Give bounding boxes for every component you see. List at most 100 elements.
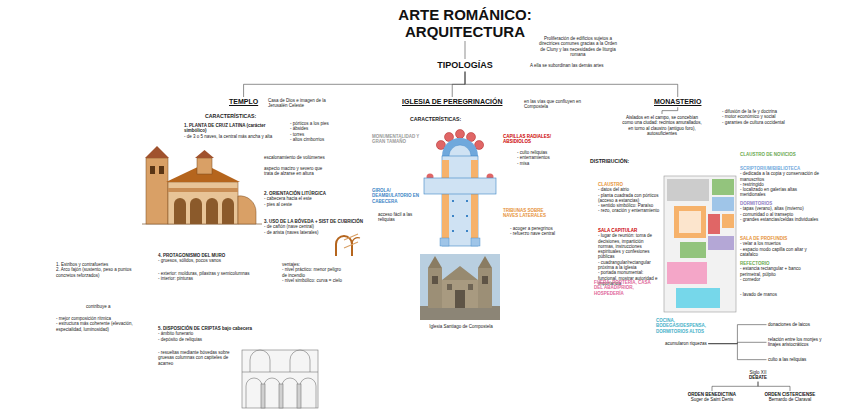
annotation-text: - motor económico y social — [722, 114, 814, 119]
label-group: CARACTERÍSTICAS: — [205, 113, 256, 119]
crypt-drawing — [242, 350, 318, 408]
annotation-text: - nivel práctico: menor peligro de incen… — [282, 267, 344, 278]
label-group: MONUMENTALIDAD Y GRAN TAMAÑO — [372, 134, 420, 145]
concept-node: IGLESIA DE PEREGRINACIÓN — [402, 98, 502, 106]
pilgrimage-church-plan — [466, 200, 468, 202]
node-text: Siglo XII — [749, 370, 767, 375]
annotation-text: COCINA, BODEGAS/DESPENSA, DORMITORIOS AL… — [656, 318, 726, 334]
pilgrimage-church-plan — [442, 156, 478, 246]
annotation-text: - de arista (naves laterales) — [264, 230, 372, 235]
node-text: acumularon riquezas — [665, 341, 707, 346]
tree-connector — [465, 72, 678, 97]
temple-illustration — [146, 158, 168, 224]
tree-connector — [708, 344, 766, 360]
annotation-text: - difusión de la fe y doctrina — [722, 109, 814, 114]
annotation-text: CARACTERÍSTICAS: — [205, 113, 256, 119]
cathedral-photo — [455, 290, 465, 308]
annotation-text: - ámbito funerario — [158, 331, 270, 336]
monastery-plan — [674, 206, 706, 238]
node-text: donaciones de laicos — [768, 322, 810, 327]
annotation-text: - velar a los muertos — [740, 241, 822, 246]
monastery-plan — [664, 176, 736, 312]
label-group: - pórticos a los pies- ábsides- torres- … — [290, 121, 342, 142]
annotation-text: FUERA: PORTERÍA, CASA DEL ABAD/PRIOR, HO… — [594, 280, 658, 296]
annotation-text: ventajes: — [282, 262, 344, 267]
pilgrimage-church-plan — [452, 230, 454, 232]
crypt-drawing — [246, 378, 262, 408]
label-group: COCINA, BODEGAS/DESPENSA, DORMITORIOS AL… — [656, 318, 726, 334]
temple-illustration — [206, 198, 218, 224]
annotation-text: CAPILLAS RADIALES/ ABSIDIOLOS — [503, 134, 557, 145]
annotation-text: REFECTORIO — [740, 261, 822, 266]
label-group: 1. Estribos y contrafuertes2. Arco fajón… — [56, 262, 144, 278]
pilgrimage-church-plan — [466, 230, 468, 232]
concept-node: MONASTERIO — [654, 98, 701, 106]
crypt-drawing — [282, 378, 298, 408]
annotation-text: CARACTERÍSTICAS: — [410, 116, 461, 122]
label-group: 4. PROTAGONISMO DEL MURO- gruesos, sólid… — [158, 253, 258, 264]
label-group: A ella se subordinan las demás artes — [530, 63, 620, 68]
cathedral-photo — [482, 276, 488, 284]
annotation-text: 2. Arco fajón (sustento, peso a puntos c… — [56, 267, 144, 278]
label-group: 3. USO DE LA BÓVEDA + SIST DE CUBRICIÓN-… — [264, 219, 372, 235]
annotation-text: - torres — [290, 132, 342, 137]
annotation-text: - garantes de cultura occidental — [722, 120, 814, 125]
label-group: CLAUSTRO DE NOVICIOS — [740, 152, 822, 157]
label-group: SCRIPTORIUM/BIBLIOTECA- dedicada a la co… — [740, 166, 822, 198]
annotation-text: contribuye a — [86, 304, 111, 309]
temple-illustration — [150, 166, 155, 174]
temple-illustration — [145, 146, 169, 158]
annotation-text: 5. DISPOSICIÓN DE CRIPTAS bajo cabecera — [158, 326, 270, 331]
label-group: 2. ORIENTACIÓN LITÚRGICA- cabecera hacia… — [264, 191, 354, 207]
annotation-text: - rezo, oración y enterramiento — [598, 208, 660, 213]
tree-connector — [452, 72, 465, 97]
annotation-text: - acoger a peregrinos — [510, 226, 566, 231]
label-group: DISTRIBUCIÓN: — [590, 158, 629, 164]
annotation-text: - pórticos a los pies — [290, 121, 342, 126]
temple-illustration — [174, 198, 186, 224]
temple-illustration — [190, 198, 202, 224]
label-group: SALA DE PROFUNDIS- velar a los muertos- … — [740, 236, 822, 257]
monastery-plan — [722, 214, 734, 228]
annotation-text: TRIBUNAS SOBRE NAVES LATERALES — [503, 208, 553, 219]
annotation-text: escalonamiento de volúmenes — [264, 155, 336, 160]
label-group: Proliferación de edificios sujetos a dir… — [536, 36, 620, 57]
node-text: Suger de Saint Denis — [688, 397, 736, 402]
annotation-text: - estancia rectangular + banco perimetra… — [740, 266, 822, 277]
annotation-text: Proliferación de edificios sujetos a dir… — [536, 36, 620, 57]
crypt-drawing — [250, 350, 270, 372]
vault-icon — [336, 234, 360, 256]
label-group: GIROLA/ DEAMBULATORIO EN CABECERA — [372, 188, 420, 204]
annotation-text: - depósito de reliquias — [158, 337, 270, 342]
cathedral-photo — [447, 284, 452, 290]
pilgrimage-church-plan — [452, 200, 454, 202]
cathedral-photo — [478, 256, 492, 268]
label-group: contribuye a — [86, 304, 111, 309]
vault-icon — [352, 238, 360, 244]
label-group: ventajes:- nivel práctico: menor peligro… — [282, 262, 344, 283]
annotation-text: - comedor — [740, 277, 822, 282]
temple-illustration — [238, 196, 256, 224]
tree-connector — [662, 107, 678, 114]
annotation-text: Iglesia Santiago de Compostela — [420, 324, 502, 329]
pilgrimage-church-plan — [442, 160, 449, 246]
label-group: CAPILLAS RADIALES/ ABSIDIOLOS — [503, 134, 557, 145]
annotation-text: - resueltas mediante bóvedas sobre grues… — [158, 350, 234, 366]
label-group: - lavado de manos — [740, 292, 777, 297]
label-group: - exterior: molduras, pilastras y semico… — [158, 271, 258, 282]
annotation-text: aspecto macizo y severo que trata de alz… — [264, 166, 328, 177]
concept-node: relación entre los monjes y linajes aris… — [768, 337, 832, 348]
node-text: TEMPLO — [229, 98, 258, 106]
annotation-text: SCRIPTORIUM/BIBLIOTECA — [740, 166, 822, 171]
annotation-text: - culto reliquias — [517, 150, 562, 155]
concept-node: acumularon riquezas — [665, 341, 707, 346]
label-group: - resueltas mediante bóvedas sobre grues… — [158, 350, 234, 366]
annotation-text: - cabecera hacia el este — [264, 196, 354, 201]
annotation-text: - pies al oeste — [264, 202, 354, 207]
label-group: 5. DISPOSICIÓN DE CRIPTAS bajo cabecera-… — [158, 326, 270, 342]
node-text: Aislados en el campo, se concebían como … — [620, 115, 704, 136]
node-text: ORDEN CISTERCIENSE — [765, 392, 816, 397]
annotation-text: - cuadrangular/rectangular próxima a la … — [598, 260, 660, 271]
node-text: Bernardo de Claraval — [765, 397, 816, 402]
